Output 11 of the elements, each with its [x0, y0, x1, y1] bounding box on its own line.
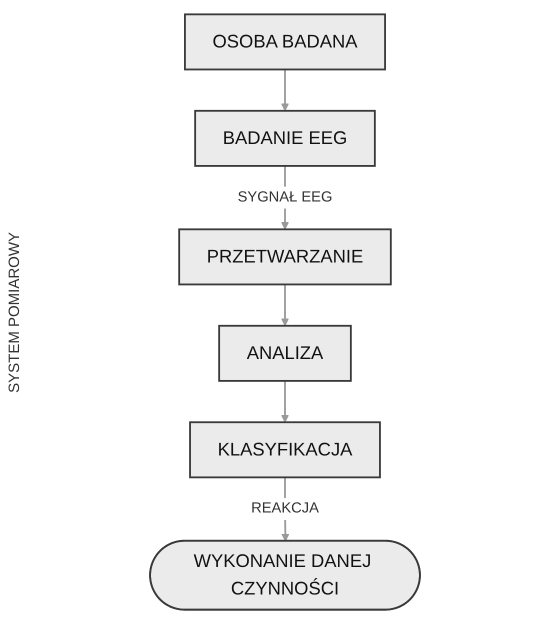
side-label: SYSTEM POMIAROWY — [6, 232, 23, 392]
node-box: PRZETWARZANIE — [178, 228, 392, 286]
node-box: ANALIZA — [218, 324, 352, 382]
arrow — [280, 380, 290, 423]
arrow — [280, 284, 290, 326]
arrow — [280, 69, 290, 112]
node-box: KLASYFIKACJA — [189, 421, 381, 478]
edge-label: SYGNAŁ EEG — [238, 189, 332, 205]
edge-label: REAKCJA — [251, 500, 319, 516]
node-box: OSOBA BADANA — [184, 13, 386, 70]
node-box: BADANIE EEG — [194, 110, 376, 167]
